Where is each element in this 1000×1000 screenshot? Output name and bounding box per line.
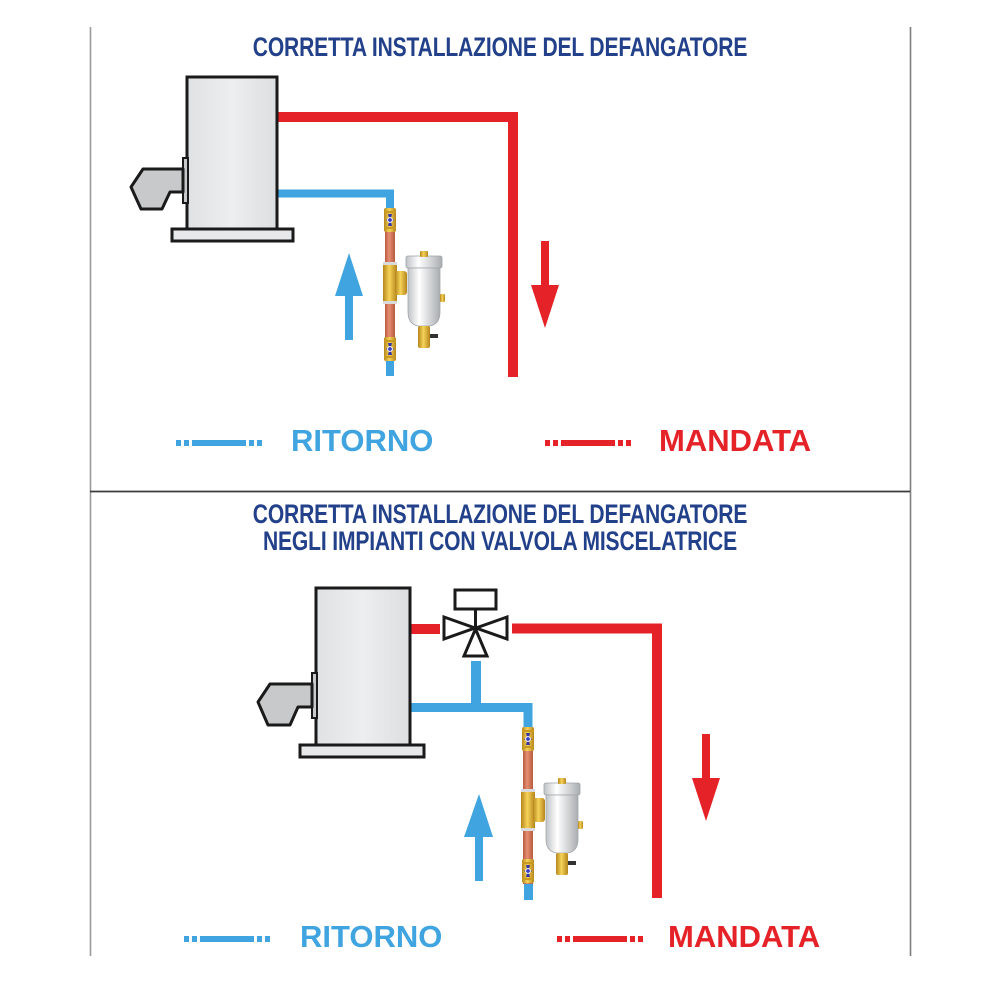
flow-up-arrow-icon	[464, 794, 493, 881]
flow-down-arrow-icon	[692, 734, 720, 821]
return-pipe	[411, 703, 533, 730]
boiler-icon	[170, 75, 295, 243]
burner-icon	[129, 157, 189, 211]
panel-2-return-label: RITORNO	[300, 919, 443, 954]
supply-legend-line	[557, 936, 643, 942]
supply-pipe	[512, 623, 662, 898]
three-way-mixing-valve-icon	[442, 588, 509, 658]
ball-valve-icon	[383, 336, 397, 362]
panel-1	[129, 75, 631, 446]
return-legend-line	[176, 440, 262, 446]
panel-2-title-line-1: CORRETTA INSTALLAZIONE DEL DEFANGATORE	[252, 499, 748, 529]
panel-2	[184, 586, 720, 942]
supply-legend-line	[545, 440, 631, 446]
bypass-pipe	[471, 661, 481, 709]
ball-valve-icon	[521, 858, 535, 884]
return-pipe-stub	[386, 358, 394, 376]
ball-valve-icon	[521, 726, 535, 752]
ball-valve-icon	[383, 207, 397, 233]
return-legend-line	[184, 936, 270, 942]
boiler-icon	[298, 586, 426, 759]
panel-2-supply-label: MANDATA	[668, 919, 821, 954]
supply-pipe	[278, 112, 518, 377]
return-pipe	[278, 189, 394, 212]
panel-2-title-line-2: NEGLI IMPIANTI CON VALVOLA MISCELATRICE	[262, 526, 737, 556]
flow-down-arrow-icon	[531, 241, 559, 328]
flow-up-arrow-icon	[335, 253, 363, 340]
burner-icon	[256, 672, 318, 727]
supply-pipe-boiler-stub	[411, 624, 440, 634]
panel-1-supply-label: MANDATA	[659, 423, 812, 458]
return-pipe-stub	[524, 884, 533, 900]
panel-1-title: CORRETTA INSTALLAZIONE DEL DEFANGATORE	[252, 32, 748, 62]
panel-1-return-label: RITORNO	[291, 423, 434, 458]
